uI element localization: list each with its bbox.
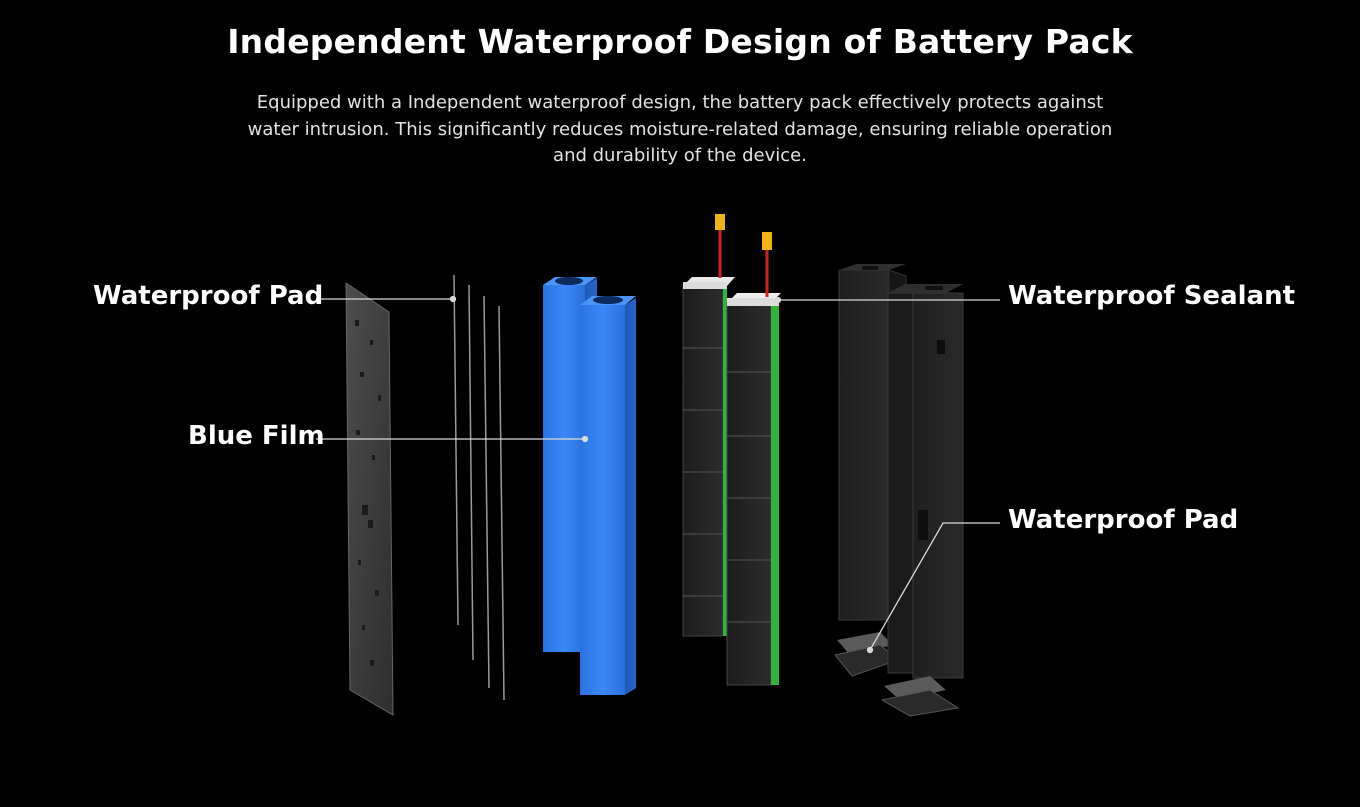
gasket-films [453,274,505,701]
battery-cell-stack-back [682,214,735,637]
battery-housing-front [880,284,964,717]
subtitle-line: Equipped with a Independent waterproof d… [256,92,1104,113]
callout-waterproof-pad-right: Waterproof Pad [1008,505,1239,535]
battery-cell-stack-front [726,232,781,686]
left-waterproof-pad-plate [345,282,394,716]
callout-waterproof-sealant: Waterproof Sealant [1008,281,1296,311]
callout-leader-lines [316,295,1000,654]
callout-waterproof-pad-left: Waterproof Pad [93,281,324,311]
page-subtitle: Equipped with a Independent waterproof d… [200,90,1160,170]
callout-blue-film: Blue Film [188,421,325,451]
subtitle-line: water intrusion. This significantly redu… [247,118,1113,140]
blue-film-tube-front [580,296,636,695]
page-title: Independent Waterproof Design of Battery… [227,22,1133,61]
subtitle-line: and durability of the device. [553,145,807,166]
